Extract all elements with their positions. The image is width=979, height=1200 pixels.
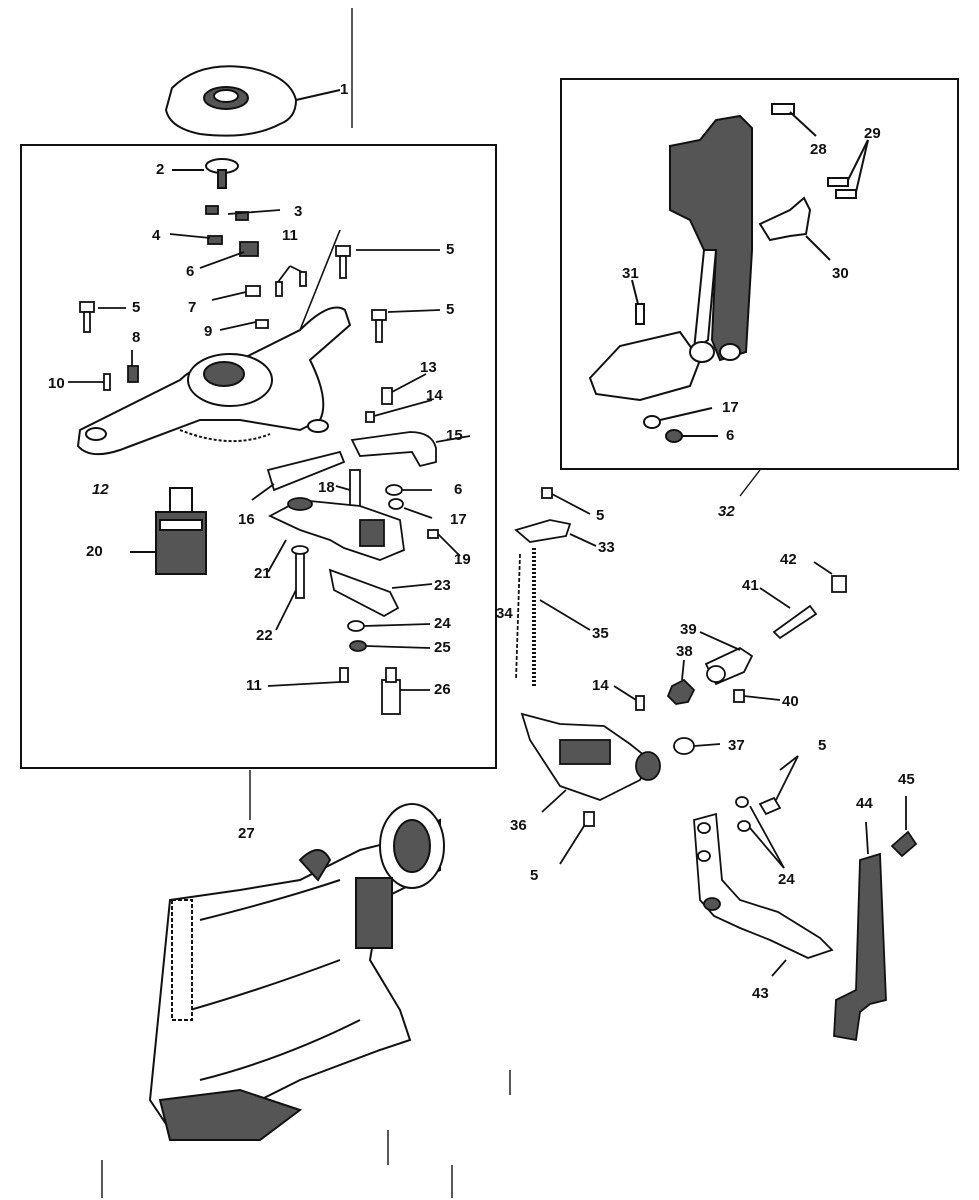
callout-23: 23 xyxy=(434,577,451,594)
callout-5-a: 5 xyxy=(446,241,455,258)
callout-14-a: 14 xyxy=(426,387,443,404)
callout-5-c: 5 xyxy=(446,301,455,318)
callout-34: 34 xyxy=(496,605,513,622)
callout-44: 44 xyxy=(856,795,873,812)
callout-31: 31 xyxy=(622,265,639,282)
callout-42: 42 xyxy=(780,551,797,568)
part-20-gear xyxy=(130,487,207,575)
callout-29: 29 xyxy=(864,125,881,142)
left-group-frame xyxy=(20,144,497,769)
callout-25: 25 xyxy=(434,639,451,656)
callout-1: 1 xyxy=(340,81,349,98)
callout-35: 35 xyxy=(592,625,609,642)
callout-8: 8 xyxy=(132,329,141,346)
callout-27: 27 xyxy=(238,825,255,842)
part-12-cam-arm xyxy=(76,229,352,456)
callout-24-b: 24 xyxy=(778,871,795,888)
right-group-frame xyxy=(560,78,959,470)
callout-5-e: 5 xyxy=(818,737,827,754)
callout-6-a: 6 xyxy=(186,263,195,280)
callout-4: 4 xyxy=(152,227,161,244)
callout-6-b: 6 xyxy=(454,481,463,498)
callout-28: 28 xyxy=(810,141,827,158)
callout-38: 38 xyxy=(676,643,693,660)
callout-13: 13 xyxy=(420,359,437,376)
callout-12: 12 xyxy=(92,481,109,498)
callout-24-a: 24 xyxy=(434,615,451,632)
callout-18: 18 xyxy=(318,479,335,496)
callout-45: 45 xyxy=(898,771,915,788)
callout-7: 7 xyxy=(188,299,197,316)
callout-22: 22 xyxy=(256,627,273,644)
callout-32: 32 xyxy=(718,503,735,520)
callout-26: 26 xyxy=(434,681,451,698)
callout-14-b: 14 xyxy=(592,677,609,694)
part-32-presser-assembly xyxy=(588,103,869,443)
callout-2: 2 xyxy=(156,161,165,178)
callout-36: 36 xyxy=(510,817,527,834)
part-1-cam-plate xyxy=(164,65,341,137)
callout-20: 20 xyxy=(86,543,103,560)
callout-17-a: 17 xyxy=(450,511,467,528)
callout-37: 37 xyxy=(728,737,745,754)
callout-11-b: 11 xyxy=(246,677,262,694)
part-27-machine-frame xyxy=(148,803,445,1141)
callout-21: 21 xyxy=(254,565,271,582)
callout-6-c: 6 xyxy=(726,427,735,444)
callout-30: 30 xyxy=(832,265,849,282)
callout-17-b: 17 xyxy=(722,399,739,416)
callout-43: 43 xyxy=(752,985,769,1002)
callout-5-f: 5 xyxy=(530,867,539,884)
callout-5-b: 5 xyxy=(132,299,141,316)
callout-11-a: 11 xyxy=(282,227,298,244)
callout-40: 40 xyxy=(782,693,799,710)
callout-5-d: 5 xyxy=(596,507,605,524)
callout-16: 16 xyxy=(238,511,255,528)
callout-19: 19 xyxy=(454,551,471,568)
callout-10: 10 xyxy=(48,375,65,392)
callout-9: 9 xyxy=(204,323,213,340)
callout-15: 15 xyxy=(446,427,463,444)
callout-3: 3 xyxy=(294,203,303,220)
callout-39: 39 xyxy=(680,621,697,638)
callout-41: 41 xyxy=(742,577,759,594)
callout-33: 33 xyxy=(598,539,615,556)
